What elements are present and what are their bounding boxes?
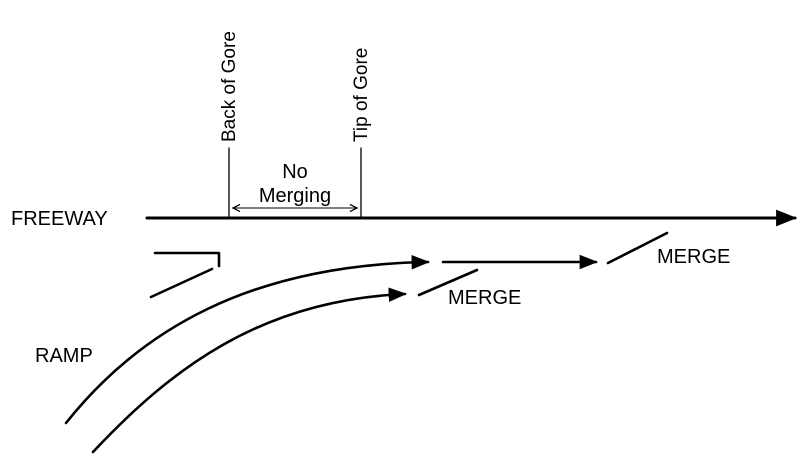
ramp-label: RAMP (35, 345, 93, 367)
no-merging-label-line1: No (282, 161, 308, 183)
merge-upper-line (606, 231, 669, 265)
ramp-lower-curve (91, 287, 407, 454)
merge-upper-label: MERGE (657, 246, 730, 268)
merge-lower-line (417, 268, 479, 297)
no-merging-label-line2: Merging (259, 185, 331, 207)
ramp-upper-curve (64, 255, 430, 425)
gore-edge-diagonal (149, 267, 214, 299)
gore-nose-edge (153, 251, 221, 268)
merge-lower-label: MERGE (448, 287, 521, 309)
back-of-gore-label: Back of Gore (219, 31, 240, 142)
freeway-label: FREEWAY (11, 208, 108, 230)
tip-of-gore-label: Tip of Gore (351, 48, 372, 142)
